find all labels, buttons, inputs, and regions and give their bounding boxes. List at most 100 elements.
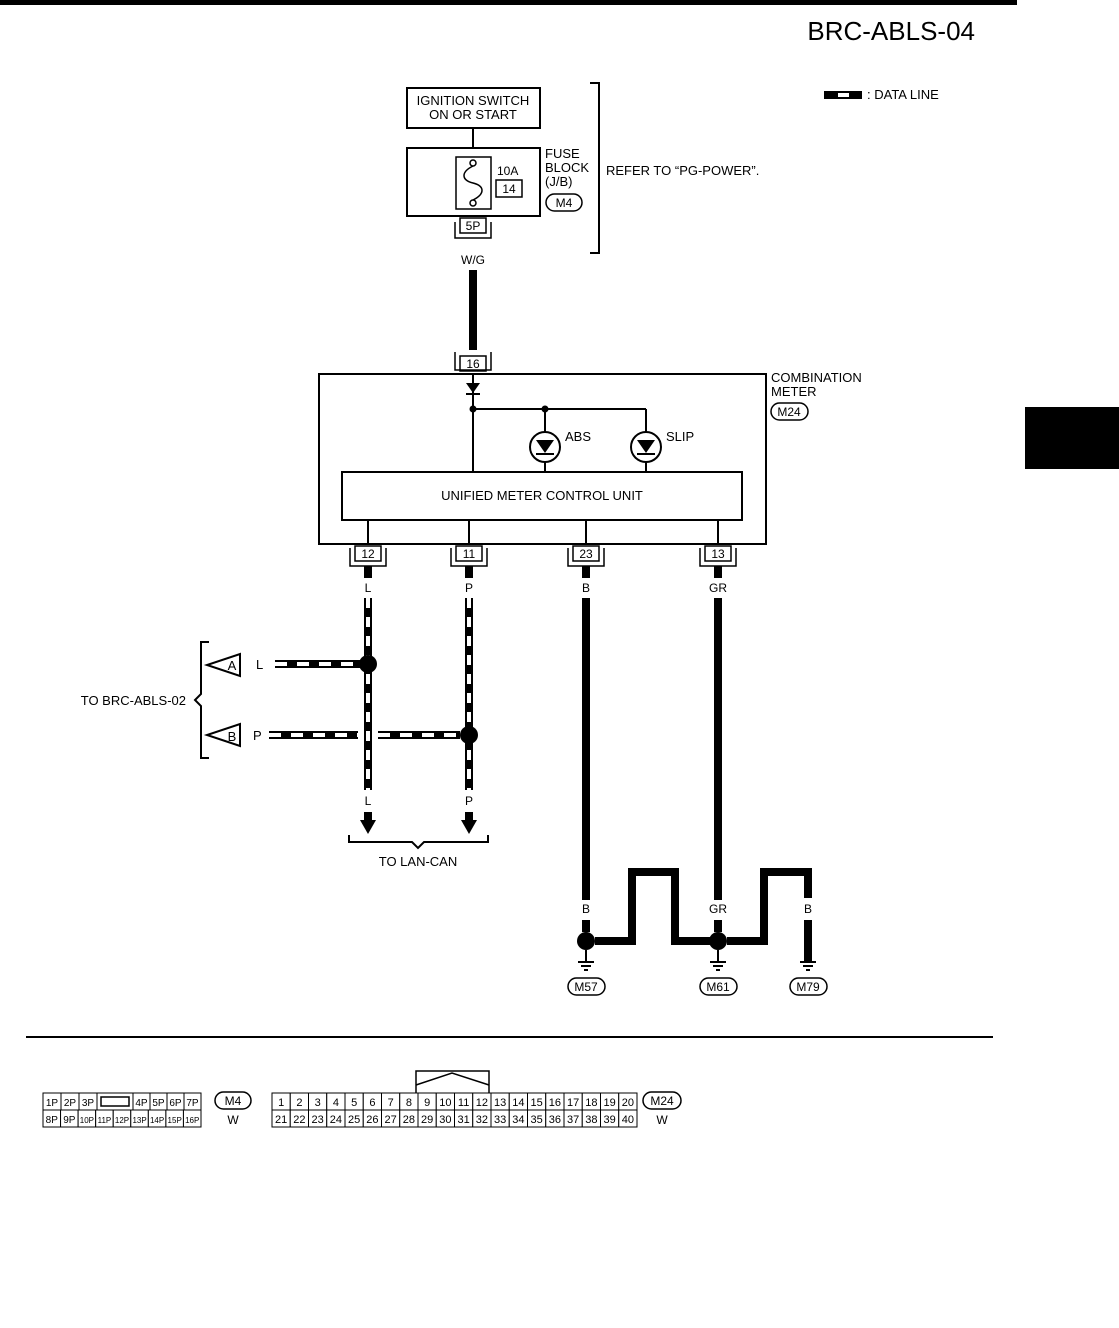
ground-splice-m57 <box>577 932 595 950</box>
m4-pin-1p: 1P <box>46 1098 59 1109</box>
terminal-12: 12 <box>361 547 375 561</box>
refer-to-pg-power: REFER TO “PG-POWER”. <box>606 163 759 178</box>
m24-pin-10: 10 <box>439 1097 451 1109</box>
m24-pin-2: 2 <box>296 1097 302 1109</box>
m24-pin-24: 24 <box>330 1114 342 1126</box>
m24-pin-12: 12 <box>476 1097 488 1109</box>
slip-lamp-label: SLIP <box>666 429 694 444</box>
m24-lock-tab-chevron-icon <box>415 1072 490 1086</box>
connector-id-m4: M4 <box>225 1094 242 1108</box>
ground-connector-badge-m79 <box>789 977 828 996</box>
m24-pin-22: 22 <box>293 1114 305 1126</box>
m24-pin-29: 29 <box>421 1114 433 1126</box>
splice-p <box>460 726 478 744</box>
data-line-legend-label: : DATA LINE <box>867 87 939 102</box>
combination-meter-label-1: COMBINATION <box>771 370 862 385</box>
m24-pin-3: 3 <box>315 1097 321 1109</box>
ground-connector-badge-m57 <box>567 977 606 996</box>
fuse-block-label-2: BLOCK <box>545 160 589 175</box>
ground-connector-m57: M57 <box>574 980 598 994</box>
m24-pin-28: 28 <box>403 1114 415 1126</box>
input-diode-icon <box>466 383 480 393</box>
wire-color-l-bottom: L <box>365 794 372 808</box>
m24-pin-17: 17 <box>567 1097 579 1109</box>
fuse-icon <box>463 165 483 201</box>
m4-pin-8p: 8P <box>46 1115 59 1126</box>
m24-pin-9: 9 <box>424 1097 430 1109</box>
m4-pin-5p: 5P <box>152 1098 165 1109</box>
m24-pin-5: 5 <box>351 1097 357 1109</box>
wire-color-p-top: P <box>465 581 473 595</box>
marker-a: A <box>228 658 237 673</box>
ignition-switch-label-1: IGNITION SWITCH <box>417 93 530 108</box>
marker-b-arrow-icon <box>203 722 241 748</box>
wire-color-wg: W/G <box>461 253 485 267</box>
unified-meter-control-unit-box <box>341 471 743 521</box>
m24-pin-18: 18 <box>585 1097 597 1109</box>
m24-pin-26: 26 <box>366 1114 378 1126</box>
fuse-holder <box>455 156 492 210</box>
m24-pin-7: 7 <box>388 1097 394 1109</box>
ground-jumper-2 <box>727 868 812 945</box>
m24-pin-4: 4 <box>333 1097 339 1109</box>
m24-pin-19: 19 <box>604 1097 616 1109</box>
abs-warning-lamp-icon <box>529 431 561 463</box>
m24-pin-33: 33 <box>494 1114 506 1126</box>
ground-connector-m79: M79 <box>796 980 820 994</box>
ground-wire-label-6: B <box>804 902 812 916</box>
m4-pin-4p: 4P <box>135 1098 148 1109</box>
ground-jumper-1 <box>595 868 710 945</box>
fuse-number-box <box>495 179 523 198</box>
m24-pin-40-cell <box>618 1109 638 1128</box>
m24-pin-31: 31 <box>458 1114 470 1126</box>
terminal-23: 23 <box>579 547 593 561</box>
combination-meter-box <box>318 373 767 545</box>
terminal-11: 11 <box>463 547 476 561</box>
ground-wire-label-4: GR <box>709 902 727 916</box>
m24-pin-15: 15 <box>531 1097 543 1109</box>
connector-badge-m4 <box>214 1091 252 1110</box>
ignition-switch-label-2: ON OR START <box>429 107 517 122</box>
terminal-13: 13 <box>711 547 725 561</box>
fuse-terminal-bracket <box>454 222 492 239</box>
wire-color-p-bottom: P <box>465 794 473 808</box>
terminal-16-bracket <box>454 352 492 371</box>
m4-pin-6p: 6P <box>169 1098 182 1109</box>
ground-splice-m61 <box>709 932 727 950</box>
wire-color-b-top: B <box>582 581 590 595</box>
m4-pin-15p: 15P <box>168 1116 182 1125</box>
m24-pin-20: 20 <box>622 1097 634 1109</box>
m24-pin-34: 34 <box>512 1114 524 1126</box>
m4-pin-16p-cell <box>182 1109 202 1128</box>
combination-meter-connector-badge <box>770 402 809 421</box>
m24-pin-13: 13 <box>494 1097 506 1109</box>
fuse-block-connector-badge <box>545 193 583 212</box>
m24-pin-6: 6 <box>369 1097 375 1109</box>
marker-a-arrow-icon <box>203 652 241 678</box>
marker-b: B <box>228 729 237 744</box>
abs-lamp-label: ABS <box>565 429 591 444</box>
m4-pin-9p: 9P <box>63 1115 76 1126</box>
ground-connector-badge-m61 <box>699 977 738 996</box>
ground-icon-m57 <box>578 961 594 971</box>
m4-pin-13p: 13P <box>132 1116 146 1125</box>
fuse-rating: 10A <box>497 164 518 178</box>
lan-can-p-arrow-icon <box>461 820 477 834</box>
connector-color-m4: W <box>227 1113 239 1127</box>
ground-connector-m61: M61 <box>706 980 730 994</box>
fuse-block-connector-id: M4 <box>556 196 573 210</box>
splice-l <box>359 655 377 673</box>
m4-key-icon <box>100 1096 130 1107</box>
m4-pin-12p: 12P <box>115 1116 129 1125</box>
unified-meter-control-unit-label: UNIFIED METER CONTROL UNIT <box>441 488 643 503</box>
ground-icon-m79 <box>800 961 816 971</box>
to-brc-abls-02-label: TO BRC-ABLS-02 <box>81 693 186 708</box>
m24-pin-32: 32 <box>476 1114 488 1126</box>
m24-pin-35: 35 <box>531 1114 543 1126</box>
m4-pin-16p: 16P <box>185 1116 199 1125</box>
m4-pin-10p: 10P <box>80 1116 94 1125</box>
m24-pin-14: 14 <box>512 1097 524 1109</box>
